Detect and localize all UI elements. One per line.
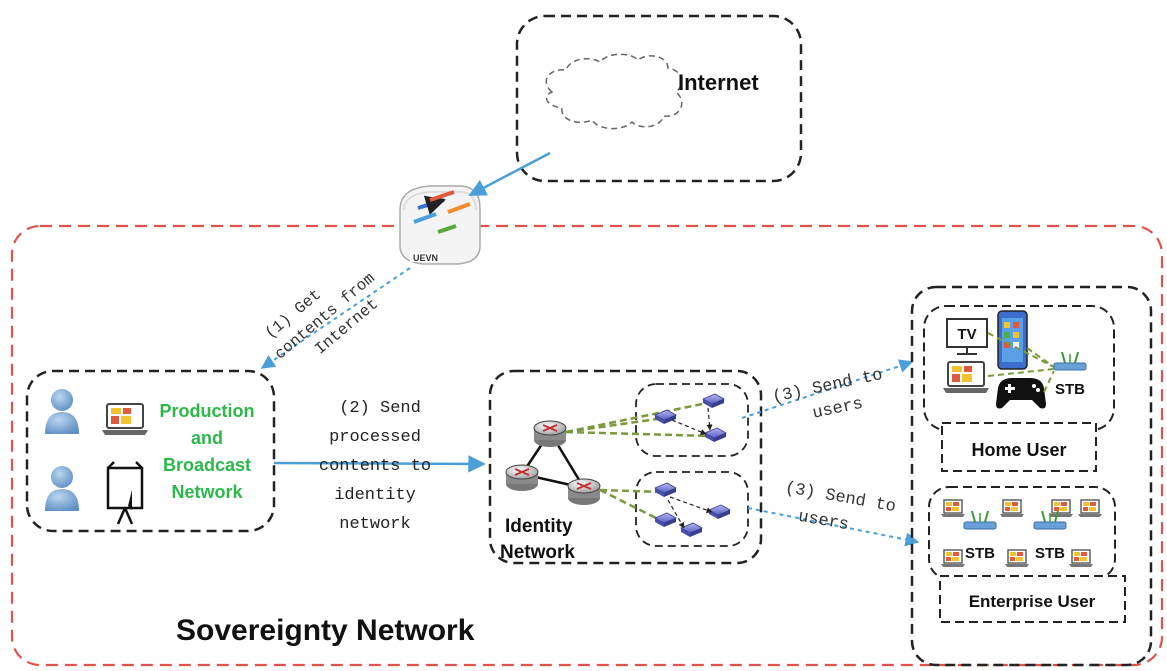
svg-text:identity: identity (334, 486, 416, 505)
enterprise-laptop-icon-4 (1077, 499, 1103, 518)
users-outer-box (910, 285, 1153, 667)
internet-cloud-icon (545, 53, 683, 130)
switch-icon-5 (654, 512, 677, 528)
enterprise-user-label-box (939, 575, 1126, 623)
step3b-label: (3) Send to users (783, 479, 897, 536)
switch-icon (702, 393, 725, 409)
enterprise-laptop-icon-2 (999, 499, 1025, 518)
enterprise-stb-label-2: STB (1035, 545, 1065, 562)
router-icon-2 (505, 464, 539, 492)
switch-icon-4 (654, 482, 677, 498)
switch-icon-6 (708, 504, 731, 520)
internet-label: Internet (678, 70, 759, 95)
enterprise-laptop-icon-5 (940, 549, 966, 568)
uevn-to-production-arrow (260, 267, 411, 369)
presentation-board-icon (106, 461, 144, 525)
home-user-label-box (941, 422, 1097, 472)
home-stb-label: STB (1055, 381, 1085, 398)
tv-icon (946, 318, 988, 355)
identity-network-box (488, 369, 763, 565)
uevn-label: UEVN (413, 253, 438, 263)
enterprise-user-label: Enterprise User (969, 592, 1096, 611)
tv-label: TV (957, 326, 976, 343)
enterprise-laptop-icon-3 (1048, 499, 1074, 518)
home-user-label: Home User (971, 440, 1066, 460)
home-laptop-icon (942, 361, 990, 394)
switch-icon-7 (680, 522, 703, 538)
production-box (25, 369, 276, 533)
production-label-line4: Network (171, 482, 243, 502)
gamepad-icon (996, 378, 1046, 409)
production-to-identity-arrow (273, 455, 486, 473)
laptop-icon (101, 403, 149, 436)
enterprise-laptop-icon (940, 499, 966, 518)
person-icon (45, 389, 79, 434)
uevn-device-icon (399, 185, 481, 265)
internet-to-uevn-arrow (468, 151, 551, 197)
svg-text:contents to: contents to (319, 457, 431, 476)
svg-text:users: users (797, 508, 851, 536)
production-label-line2: and (191, 428, 223, 448)
identity-to-enterprise-arrow (747, 507, 920, 547)
svg-text:processed: processed (329, 428, 421, 447)
router-icon-3 (567, 478, 601, 506)
identity-subnet-top (635, 383, 749, 457)
internet-box (515, 14, 803, 183)
svg-text:network: network (339, 515, 410, 534)
svg-text:(2) Send: (2) Send (339, 399, 421, 418)
svg-text:users: users (811, 395, 865, 424)
step1-label: (1) Get contents from Internet (262, 269, 382, 363)
enterprise-stb-icon-2 (1033, 510, 1067, 530)
sovereignty-network-border (10, 224, 1164, 667)
identity-label-line2: Network (500, 542, 575, 563)
enterprise-laptop-icon-7 (1068, 549, 1094, 568)
enterprise-stb-label: STB (965, 545, 995, 562)
enterprise-stb-icon (963, 510, 997, 530)
identity-label-line1: Identity (505, 516, 573, 537)
router-icon (533, 420, 567, 448)
identity-to-home-arrow (741, 359, 914, 419)
enterprise-devices-box (928, 486, 1116, 580)
smartphone-icon (997, 310, 1028, 370)
sovereignty-network-label: Sovereignty Network (176, 614, 475, 647)
production-label-line1: Production (160, 401, 255, 421)
home-stb-icon (1053, 351, 1087, 371)
person-icon-2 (45, 466, 79, 511)
enterprise-laptop-icon-6 (1004, 549, 1030, 568)
production-label-line3: Broadcast (163, 455, 251, 475)
step3a-label: (3) Send to users (771, 366, 885, 424)
step2-label: (2) Send processed contents to identity … (319, 399, 431, 534)
switch-icon-3 (704, 427, 727, 443)
